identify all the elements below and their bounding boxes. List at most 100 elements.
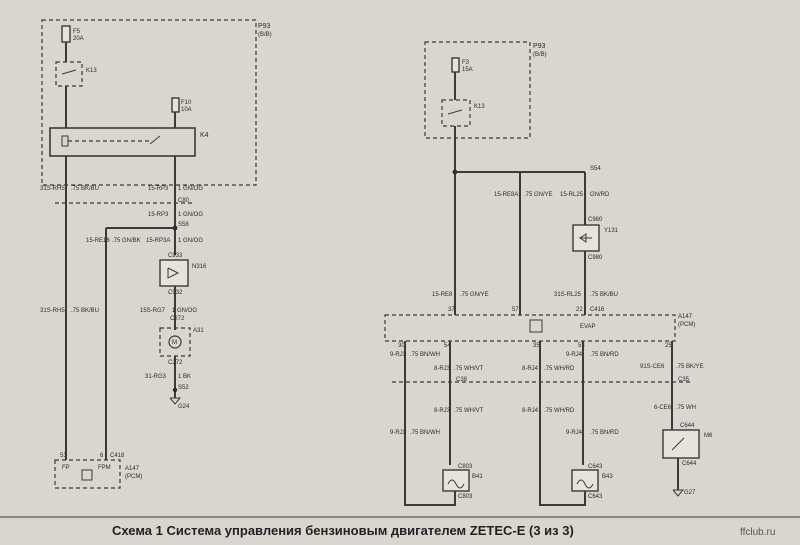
left-wire-b-spec: 1 GN/OG <box>178 186 203 192</box>
left-ground-g24: G24 <box>178 404 190 410</box>
right-connector-c980: C980 <box>588 217 603 223</box>
left-splice-s58-label: S58 <box>178 222 189 228</box>
right-connector-c643b: C643 <box>588 494 603 500</box>
right-wire-c-spec: .75 GN/YE <box>460 292 489 298</box>
left-wire-a-spec: .75 BK/BU <box>71 186 99 192</box>
right-wire-d-code: 31S-RL25 <box>554 292 582 298</box>
right-wire-g2-spec: .75 WH/RD <box>544 408 575 414</box>
right-connector-c803b: C803 <box>458 494 473 500</box>
left-pump-motor-label: M <box>172 340 177 346</box>
left-wire-a-code: 31S-RH5 <box>40 186 65 192</box>
right-wire-i-spec: .75 BK/YE <box>676 364 704 370</box>
right-valve-y131-label: Y131 <box>604 228 619 234</box>
left-wire-f-spec: 1 BK <box>178 374 191 380</box>
left-fuse-f5 <box>61 25 71 43</box>
left-module-n316 <box>159 259 189 287</box>
right-fuse-f3-label: F3 <box>462 60 470 66</box>
left-pcm-a147 <box>54 459 121 489</box>
left-fuse-f10-rating: 10A <box>181 107 192 113</box>
right-pcm-pin-37: 37 <box>448 307 455 313</box>
left-relay-k4 <box>49 127 196 157</box>
valve-icon <box>578 233 592 243</box>
right-wire-g-code: 8-RJ4 <box>522 366 539 372</box>
left-pcm-fpm: FPM <box>98 465 111 471</box>
right-wire-d-spec: .75 BK/BU <box>590 292 618 298</box>
left-module-n316-label: N316 <box>192 264 207 270</box>
left-wire-d-code: 15-RP3A <box>146 238 170 244</box>
right-connector-c644: C644 <box>680 423 695 429</box>
right-circuit: P93 (B/B) F3 15A K13 S54 15-RE8A .75 GN/… <box>384 41 713 506</box>
left-fuse-f5-label: F5 <box>73 29 81 35</box>
right-wire-e2-spec: .75 BN/WH <box>410 430 440 436</box>
left-pcm-pin-6: 6 <box>100 453 104 459</box>
right-wire-g2-code: 8-RJ4 <box>522 408 539 414</box>
right-pcm-sub: (PCM) <box>678 322 695 328</box>
left-pcm-pin-53: 53 <box>60 453 67 459</box>
left-fuse-f10-label: F10 <box>181 100 192 106</box>
right-wire-e-code: 9-RJ3 <box>390 352 407 358</box>
left-fuse-f10 <box>171 97 180 113</box>
right-wire-b-code: 15-RL25 <box>560 192 584 198</box>
left-fusebox-label: P93 <box>258 23 271 30</box>
right-wire-a-code: 15-RE8A <box>494 192 518 198</box>
left-connector-c272: C272 <box>170 316 185 322</box>
right-fuse-f3 <box>451 57 460 73</box>
left-circuit: P93 (B/B) F5 20A K13 F10 10A K4 31S-RH5 … <box>40 19 272 489</box>
right-wire-f2-code: 8-RJ3 <box>434 408 451 414</box>
right-wire-g-spec: .75 WH/RD <box>544 366 575 372</box>
left-wire-b-code: 15-RP3 <box>148 186 169 192</box>
right-wire-i-code: 91S-CE6 <box>640 364 665 370</box>
right-ground-g27: G27 <box>684 490 696 496</box>
left-relay-k13 <box>55 61 83 87</box>
left-wire-a2-code: 31S-RH5 <box>40 308 65 314</box>
right-sensor-b43 <box>571 469 599 492</box>
right-wire-f-spec: .75 WH/VT <box>454 366 484 372</box>
left-wire-a2-spec: .75 BK/BU <box>71 308 99 314</box>
right-sensor-b41 <box>442 469 470 492</box>
ground-icon <box>169 397 182 405</box>
right-wire-h2-spec: .75 BN/RD <box>590 430 619 436</box>
left-pcm-label: A147 <box>125 466 140 472</box>
right-fusebox-label: P93 <box>533 43 546 50</box>
right-pcm-pin-57: 57 <box>512 307 519 313</box>
watermark: ffclub.ru <box>740 527 775 538</box>
left-connector-c272b: C272 <box>168 360 183 366</box>
right-wire-b-spec: GN/RD <box>590 192 610 198</box>
left-relay-k4-label: K4 <box>200 132 209 139</box>
right-pcm-label: A147 <box>678 314 693 320</box>
right-wire-e2-code: 9-RJ3 <box>390 430 407 436</box>
diagram-caption: Схема 1 Система управления бензиновым дв… <box>112 523 574 538</box>
right-pcm-pin-25: 25 <box>665 343 672 349</box>
pcm-chip-icon <box>529 319 543 333</box>
right-pcm-pin-35: 35 <box>533 343 540 349</box>
right-wire-h-spec: .75 BN/RD <box>590 352 619 358</box>
right-fusebox-sub: (B/B) <box>533 52 547 58</box>
right-wire-a-spec: .75 GN/YE <box>524 192 553 198</box>
left-connector-c418: C418 <box>110 453 125 459</box>
right-connector-c644b: C644 <box>682 461 697 467</box>
left-connector-c80: C80 <box>178 198 190 204</box>
switch-icon <box>671 437 685 451</box>
right-relay-k13 <box>441 99 471 127</box>
left-fusebox-outline <box>41 19 257 186</box>
left-wire-b2-spec: 1 GN/OG <box>178 212 203 218</box>
left-wire-c-spec: .75 GN/BK <box>112 238 141 244</box>
right-sensor-b41-label: B41 <box>472 474 483 480</box>
left-fusebox-sub: (B/B) <box>258 32 272 38</box>
left-splice-s52 <box>172 387 178 393</box>
sensor-icon <box>576 479 594 489</box>
right-wire-f2-spec: .75 WH/VT <box>454 408 484 414</box>
right-connector-c35: C35 <box>678 377 690 383</box>
right-connector-c416: C416 <box>590 307 605 313</box>
left-wire-f-code: 31-RG3 <box>145 374 167 380</box>
left-wire-b2-code: 15-RP3 <box>148 212 169 218</box>
right-pcm-pin-30: 30 <box>398 343 405 349</box>
right-wire-j-code: 6-CE6 <box>654 405 672 411</box>
right-fusebox-outline <box>424 41 531 139</box>
right-pcm-evap: EVAP <box>580 324 596 330</box>
left-wire-e-spec: 1 GN/OG <box>172 308 197 314</box>
left-relay-k13-label: K13 <box>86 68 97 74</box>
right-wire-e-spec: .75 BN/WH <box>410 352 440 358</box>
